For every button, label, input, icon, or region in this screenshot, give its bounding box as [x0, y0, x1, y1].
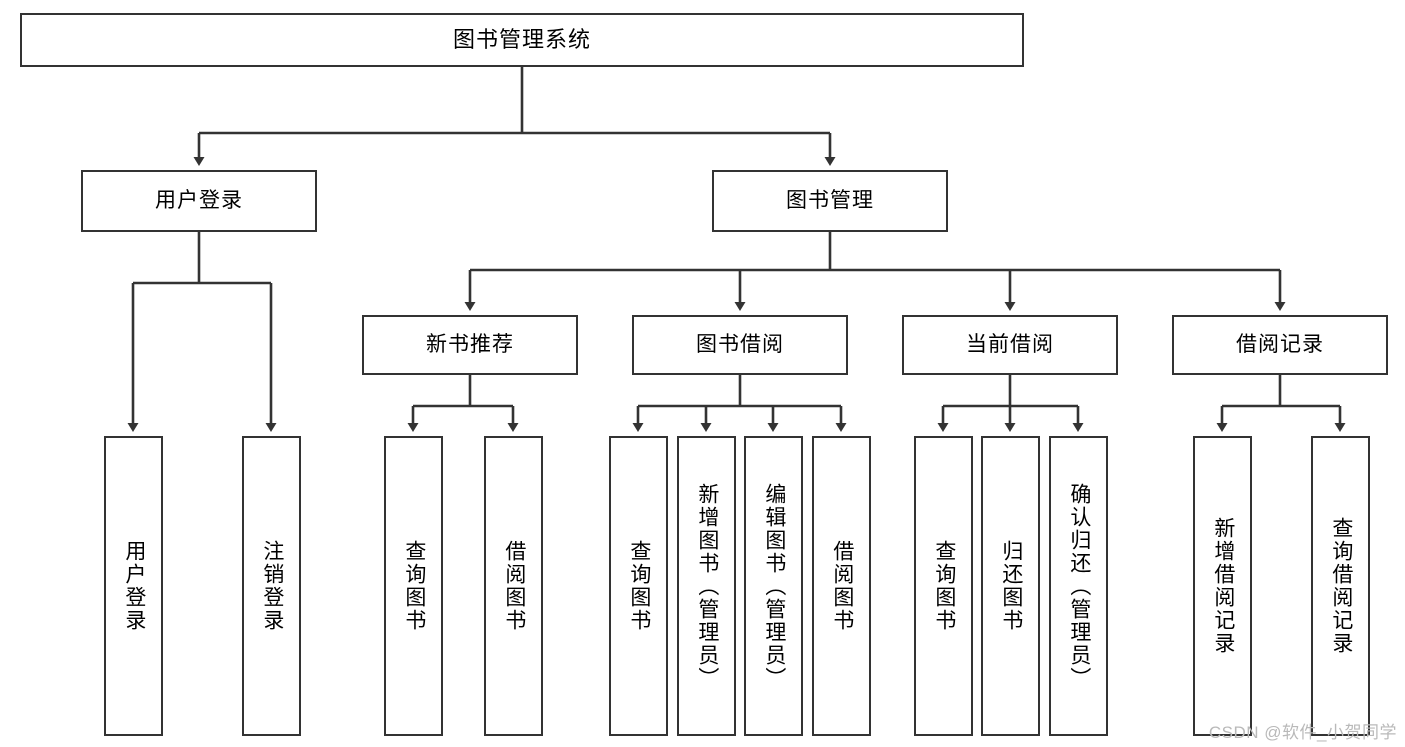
- node-book-management[interactable]: 图书管理: [712, 170, 948, 232]
- node-label: 当前借阅: [966, 332, 1054, 356]
- node-label: 编辑图书（管理员）: [762, 482, 786, 690]
- node-label: 查询图书: [627, 540, 651, 632]
- node-label: 用户登录: [122, 540, 146, 632]
- leaf-current-borrow-confirm-return[interactable]: 确认归还（管理员）: [1049, 436, 1108, 736]
- node-label: 新增借阅记录: [1211, 517, 1235, 655]
- node-borrow-records[interactable]: 借阅记录: [1172, 315, 1388, 375]
- leaf-book-borrow-add[interactable]: 新增图书（管理员）: [677, 436, 736, 736]
- node-label: 注销登录: [260, 540, 284, 632]
- node-label: 查询图书: [932, 540, 956, 632]
- leaf-borrow-record-add[interactable]: 新增借阅记录: [1193, 436, 1252, 736]
- node-new-book-recommend[interactable]: 新书推荐: [362, 315, 578, 375]
- leaf-new-book-borrow[interactable]: 借阅图书: [484, 436, 543, 736]
- leaf-current-borrow-return[interactable]: 归还图书: [981, 436, 1040, 736]
- node-label: 确认归还（管理员）: [1067, 482, 1091, 690]
- leaf-book-borrow-edit[interactable]: 编辑图书（管理员）: [744, 436, 803, 736]
- node-label: 查询借阅记录: [1329, 517, 1353, 655]
- node-label: 用户登录: [155, 188, 243, 212]
- node-label: 归还图书: [999, 540, 1023, 632]
- node-label: 新增图书（管理员）: [695, 482, 719, 690]
- csdn-watermark: CSDN @软件_小贺同学: [1208, 723, 1397, 742]
- node-label: 图书管理: [786, 188, 874, 212]
- node-label: 图书借阅: [696, 332, 784, 356]
- leaf-new-book-query[interactable]: 查询图书: [384, 436, 443, 736]
- node-label: 查询图书: [402, 540, 426, 632]
- node-label: 图书管理系统: [452, 27, 591, 53]
- node-root-book-management-system[interactable]: 图书管理系统: [20, 13, 1024, 67]
- node-label: 借阅记录: [1236, 332, 1324, 356]
- node-label: 新书推荐: [426, 332, 514, 356]
- leaf-book-borrow-lend[interactable]: 借阅图书: [812, 436, 871, 736]
- leaf-borrow-record-query[interactable]: 查询借阅记录: [1311, 436, 1370, 736]
- leaf-user-login-signout[interactable]: 注销登录: [242, 436, 301, 736]
- leaf-book-borrow-query[interactable]: 查询图书: [609, 436, 668, 736]
- node-user-login[interactable]: 用户登录: [81, 170, 317, 232]
- leaf-user-login-signin[interactable]: 用户登录: [104, 436, 163, 736]
- node-current-borrow[interactable]: 当前借阅: [902, 315, 1118, 375]
- leaf-current-borrow-query[interactable]: 查询图书: [914, 436, 973, 736]
- node-book-borrow[interactable]: 图书借阅: [632, 315, 848, 375]
- node-label: 借阅图书: [502, 540, 526, 632]
- node-label: 借阅图书: [830, 540, 854, 632]
